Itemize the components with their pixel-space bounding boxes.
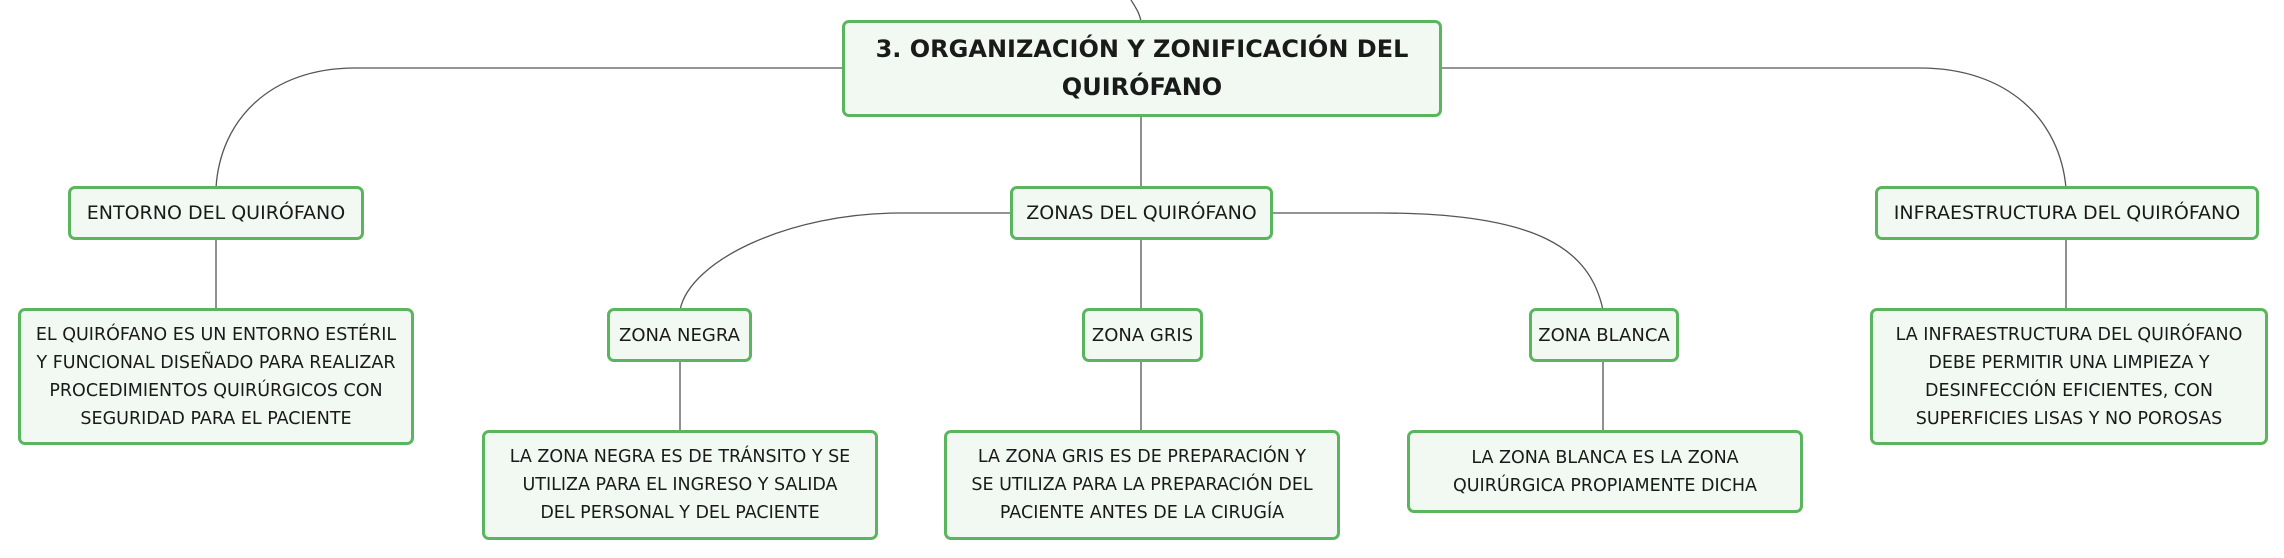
zona-gris-description[interactable]: LA ZONA GRIS ES DE PREPARACIÓN Y SE UTIL…: [944, 430, 1340, 540]
entorno-description[interactable]: EL QUIRÓFANO ES UN ENTORNO ESTÉRIL Y FUN…: [18, 308, 414, 445]
topic-entorno[interactable]: ENTORNO DEL QUIRÓFANO: [68, 186, 364, 240]
zona-negra-description[interactable]: LA ZONA NEGRA ES DE TRÁNSITO Y SE UTILIZ…: [482, 430, 878, 540]
topic-zona-gris-label: ZONA GRIS: [1091, 324, 1194, 346]
connector-root-entorno: [215, 67, 842, 189]
root-topic[interactable]: 3. ORGANIZACIÓN Y ZONIFICACIÓN DEL QUIRÓ…: [842, 20, 1442, 117]
root-topic-label: 3. ORGANIZACIÓN Y ZONIFICACIÓN DEL QUIRÓ…: [875, 35, 1409, 101]
topic-zona-blanca[interactable]: ZONA BLANCA: [1529, 308, 1679, 362]
topic-infraestructura-label: INFRAESTRUCTURA DEL QUIRÓFANO: [1893, 201, 2241, 224]
zona-blanca-description-text: LA ZONA BLANCA ES LA ZONA QUIRÚRGICA PRO…: [1452, 447, 1758, 496]
connector-parent: [1130, 0, 1142, 23]
topic-zona-blanca-label: ZONA BLANCA: [1538, 324, 1670, 346]
topic-entorno-label: ENTORNO DEL QUIRÓFANO: [86, 201, 346, 224]
zona-gris-description-text: LA ZONA GRIS ES DE PREPARACIÓN Y SE UTIL…: [971, 447, 1313, 523]
topic-infraestructura[interactable]: INFRAESTRUCTURA DEL QUIRÓFANO: [1875, 186, 2259, 240]
infraestructura-description[interactable]: LA INFRAESTRUCTURA DEL QUIRÓFANO DEBE PE…: [1870, 308, 2268, 445]
zona-negra-description-text: LA ZONA NEGRA ES DE TRÁNSITO Y SE UTILIZ…: [509, 447, 851, 523]
topic-zonas-label: ZONAS DEL QUIRÓFANO: [1026, 201, 1257, 224]
topic-zona-negra[interactable]: ZONA NEGRA: [607, 308, 752, 362]
connector-root-infraestructura: [1441, 67, 2067, 189]
connector-zonas-negra: [679, 212, 1011, 311]
zona-blanca-description[interactable]: LA ZONA BLANCA ES LA ZONA QUIRÚRGICA PRO…: [1407, 430, 1803, 513]
topic-zona-negra-label: ZONA NEGRA: [619, 324, 740, 346]
topic-zona-gris[interactable]: ZONA GRIS: [1082, 308, 1203, 362]
connector-zonas-blanca: [1271, 212, 1604, 311]
infraestructura-description-text: LA INFRAESTRUCTURA DEL QUIRÓFANO DEBE PE…: [1895, 324, 2243, 429]
topic-zonas[interactable]: ZONAS DEL QUIRÓFANO: [1010, 186, 1273, 240]
entorno-description-text: EL QUIRÓFANO ES UN ENTORNO ESTÉRIL Y FUN…: [35, 324, 397, 429]
